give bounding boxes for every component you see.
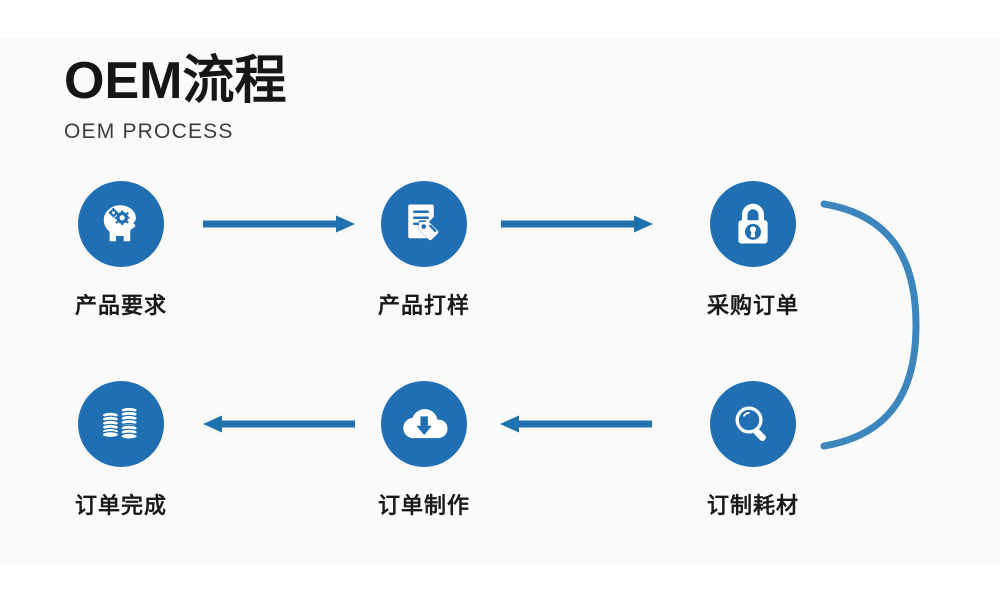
arrow-step5-to-step6 (203, 409, 355, 444)
arrow-step1-to-step2 (203, 209, 355, 244)
arrow-step2-to-step3 (501, 209, 653, 244)
flow-step-product-sampling[interactable]: 产品打样 (339, 181, 509, 320)
content-panel (0, 38, 1000, 565)
coin-stacks-icon (95, 398, 147, 450)
step-label: 产品要求 (74, 293, 167, 318)
step-icon-circle (78, 181, 164, 267)
magnifier-icon (730, 401, 776, 447)
step-icon-circle (710, 381, 796, 467)
step-icon-circle (381, 181, 467, 267)
step-label: 订单完成 (74, 493, 167, 518)
padlock-icon (729, 200, 777, 248)
step-icon-circle (78, 381, 164, 467)
page-title: OEM流程 (64, 52, 287, 110)
flow-step-custom-consumables[interactable]: 订制耗材 (668, 381, 838, 520)
step-label: 采购订单 (706, 293, 799, 318)
step-label: 产品打样 (377, 293, 470, 318)
flow-step-order-production[interactable]: 订单制作 (339, 381, 509, 520)
arrow-step4-to-step5 (500, 409, 652, 444)
flow-step-order-complete[interactable]: 订单完成 (36, 381, 206, 520)
head-gears-icon (96, 199, 146, 249)
cloud-download-icon (398, 398, 450, 450)
curve-step3-to-step4 (800, 196, 922, 459)
page-subtitle: OEM PROCESS (64, 120, 234, 143)
heading-block: OEM流程 OEM PROCESS (64, 52, 286, 144)
step-label: 订单制作 (377, 493, 470, 518)
step-label: 订制耗材 (706, 493, 799, 518)
flow-step-product-requirement[interactable]: 产品要求 (36, 181, 206, 320)
document-tag-icon (400, 200, 448, 248)
step-icon-circle (710, 181, 796, 267)
flow-step-purchase-order[interactable]: 采购订单 (668, 181, 838, 320)
step-icon-circle (381, 381, 467, 467)
